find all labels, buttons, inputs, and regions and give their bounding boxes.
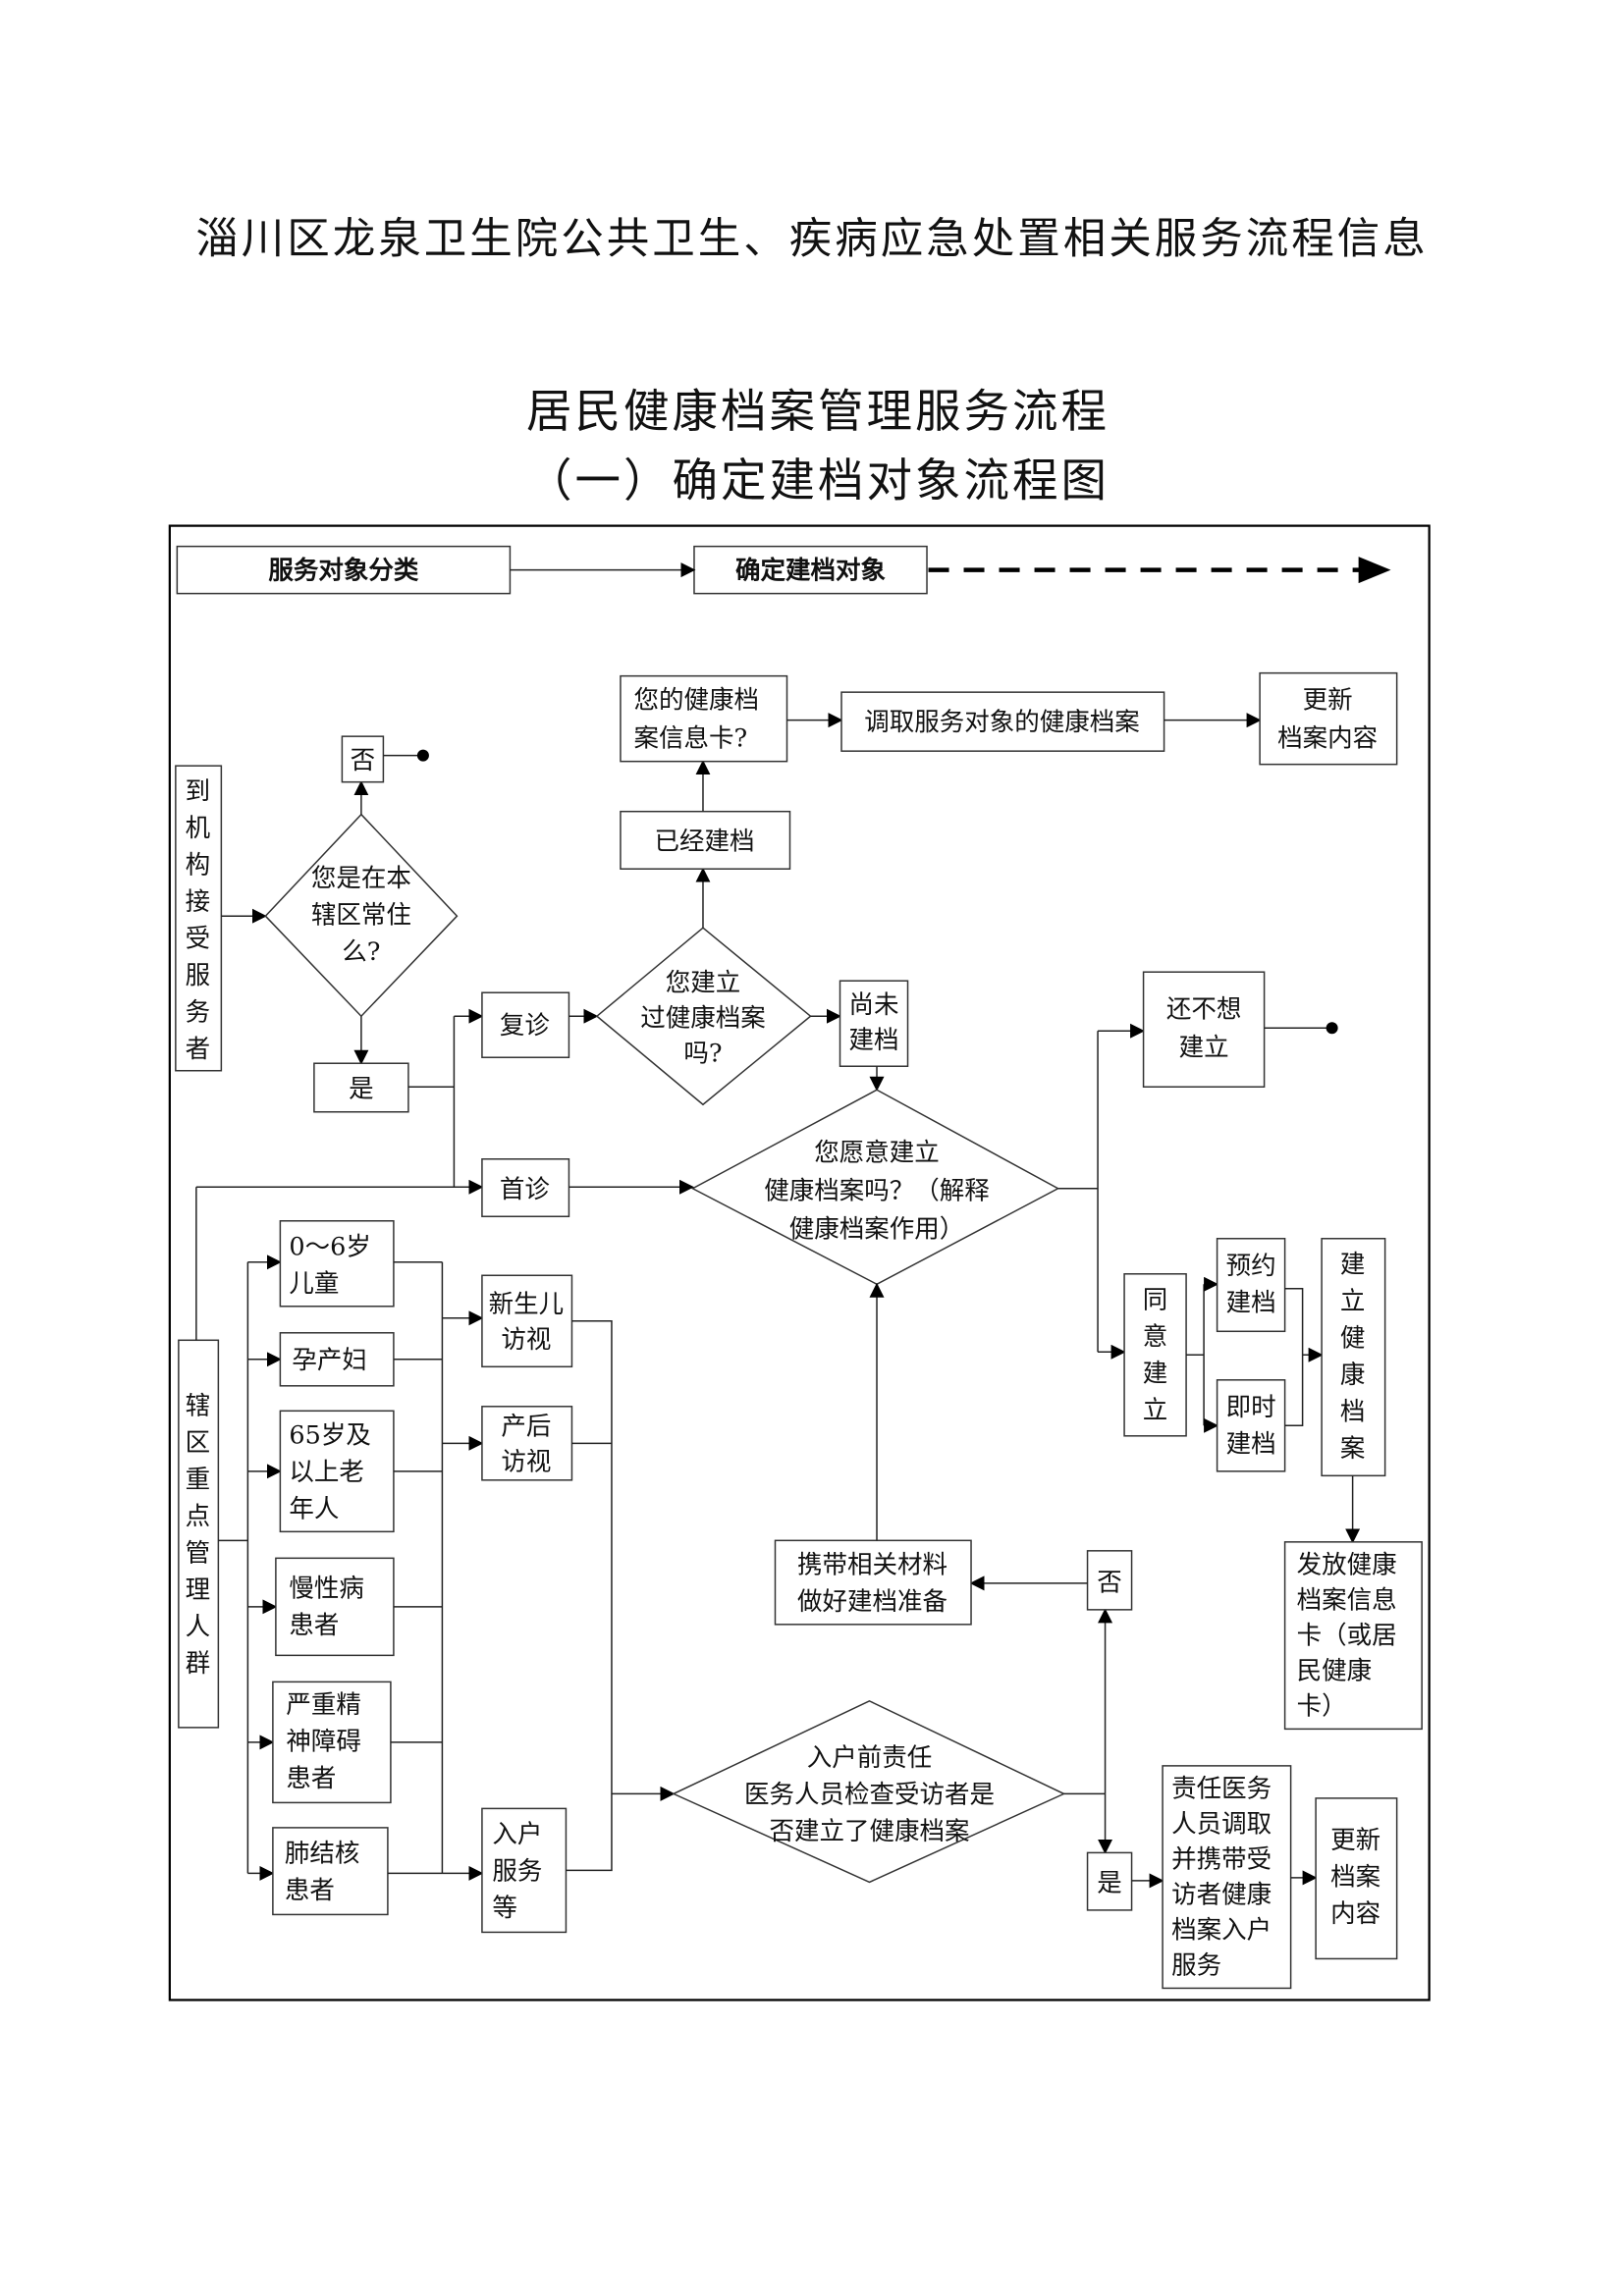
arrive-label: 到机构接受服务者 <box>186 777 211 1065</box>
end-dot <box>1326 1022 1338 1035</box>
home-service-label: 入户服务等 <box>492 1820 542 1923</box>
built-decision <box>595 927 812 1106</box>
built-box <box>620 810 791 870</box>
instant-label: 即时建档 <box>1226 1393 1276 1460</box>
built-label: 已经建档 <box>654 828 754 857</box>
key-groups-label: 辖区重点管理人群 <box>186 1391 211 1679</box>
group-children-label: 0～6岁儿童 <box>289 1232 370 1299</box>
update-box-2 <box>1315 1797 1398 1960</box>
update-label-2: 更新档案内容 <box>1330 1826 1380 1929</box>
revisit-label: 复诊 <box>500 1011 550 1041</box>
first-visit-label: 首诊 <box>500 1175 550 1204</box>
group-chronic-box <box>275 1557 395 1657</box>
update-box-1 <box>1259 671 1398 766</box>
group-elderly-label: 65岁及以上老年人 <box>289 1420 370 1523</box>
establish-label: 建立健康档案 <box>1340 1250 1366 1464</box>
group-children-box <box>279 1220 395 1308</box>
page-title: 淄川区龙泉卫生院公共卫生、疾病应急处置相关服务流程信息 <box>195 215 1429 264</box>
group-mental-label: 严重精神障碍患者 <box>286 1690 361 1793</box>
revisit-box <box>481 991 570 1058</box>
group-mental-box <box>272 1681 392 1804</box>
no-box-1 <box>341 735 385 783</box>
update-label-1: 更新档案内容 <box>1277 686 1378 754</box>
yes-box-2 <box>1086 1851 1133 1911</box>
appointment-box <box>1216 1238 1286 1333</box>
establish-box <box>1321 1238 1386 1477</box>
appointment-label: 预约建档 <box>1226 1252 1276 1318</box>
frame <box>168 524 1431 2002</box>
not-want-label: 还不想建立 <box>1166 995 1242 1063</box>
no-box-2 <box>1086 1550 1133 1611</box>
newborn-visit-label: 新生儿访视 <box>489 1290 565 1355</box>
retrieve-box <box>840 691 1165 752</box>
issue-card-box <box>1283 1541 1423 1731</box>
prepare-box <box>774 1539 972 1626</box>
header-classify-box <box>176 545 512 595</box>
group-tb-label: 肺结核患者 <box>285 1839 360 1905</box>
not-built-label: 尚未建档 <box>849 990 899 1055</box>
group-pregnant-label: 孕产妇 <box>292 1346 367 1375</box>
group-pregnant-box <box>279 1332 395 1387</box>
not-built-box <box>839 980 909 1067</box>
header-classify-label: 服务对象分类 <box>268 557 419 586</box>
not-want-box <box>1142 971 1266 1088</box>
yes-box-1 <box>313 1062 409 1113</box>
willing-question: 您愿意建立健康档案吗？（解释健康档案作用） <box>764 1138 990 1244</box>
key-groups-box <box>178 1339 220 1729</box>
newborn-visit-box <box>481 1274 573 1368</box>
end-dot <box>416 749 429 762</box>
card-question: 您的健康档案信息卡? <box>633 686 759 754</box>
issue-card-label: 发放健康档案信息卡（或居民健康卡） <box>1297 1550 1397 1721</box>
group-chronic-label: 慢性病患者 <box>289 1574 364 1640</box>
no-label-2: 否 <box>1097 1568 1122 1597</box>
no-label-1: 否 <box>351 746 376 775</box>
home-check-decision <box>672 1700 1066 1884</box>
postpartum-visit-label: 产后访视 <box>501 1412 551 1476</box>
agree-box <box>1123 1273 1187 1437</box>
home-check-question: 入户前责任医务人员检查受访者是否建立了健康档案 <box>744 1743 995 1846</box>
subtitle-2: （一）确定建档对象流程图 <box>526 454 1110 507</box>
arrive-box <box>175 765 223 1072</box>
agree-label: 同意建立 <box>1143 1285 1168 1425</box>
prepare-label: 携带相关材料做好建档准备 <box>797 1550 947 1617</box>
resident-question: 您是在本辖区常住么? <box>311 864 411 967</box>
doctor-label: 责任医务人员调取并携带受访者健康档案入户服务 <box>1171 1774 1272 1980</box>
doctor-box <box>1162 1765 1292 1990</box>
subtitle: 居民健康档案管理服务流程 <box>526 385 1110 438</box>
header-determine-label: 确定建档对象 <box>735 557 887 586</box>
home-service-box <box>481 1807 568 1934</box>
header-determine-box <box>693 545 928 595</box>
yes-label-1: 是 <box>349 1075 374 1104</box>
built-question: 您建立过健康档案吗? <box>640 969 766 1069</box>
postpartum-visit-box <box>481 1406 573 1481</box>
yes-label-2: 是 <box>1097 1868 1122 1897</box>
group-tb-box <box>272 1827 389 1916</box>
card-question-box <box>620 674 788 763</box>
instant-box <box>1216 1379 1286 1472</box>
retrieve-label: 调取服务对象的健康档案 <box>864 708 1140 737</box>
